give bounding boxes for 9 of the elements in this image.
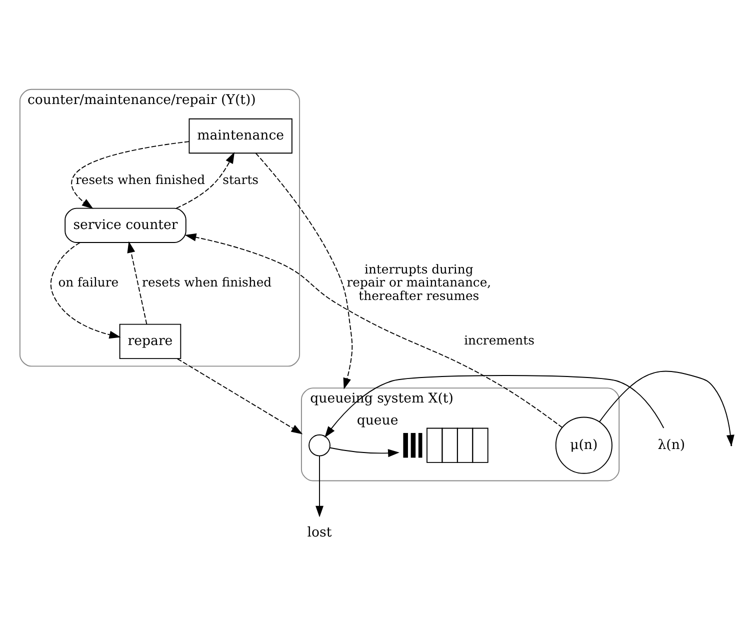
edge-label: starts [222,172,259,187]
edge-label: resets when finished [142,276,272,290]
node-text: λ(n) [658,438,686,453]
edge-label: resets when finished [75,172,206,187]
edge-label: interrupts during repair or maintanance, thereafter resumes [346,262,492,303]
edge-label: increments [464,334,534,348]
node-label: queue [356,414,398,429]
node-text: lost [307,526,332,541]
edge-label: on failure [58,276,119,290]
